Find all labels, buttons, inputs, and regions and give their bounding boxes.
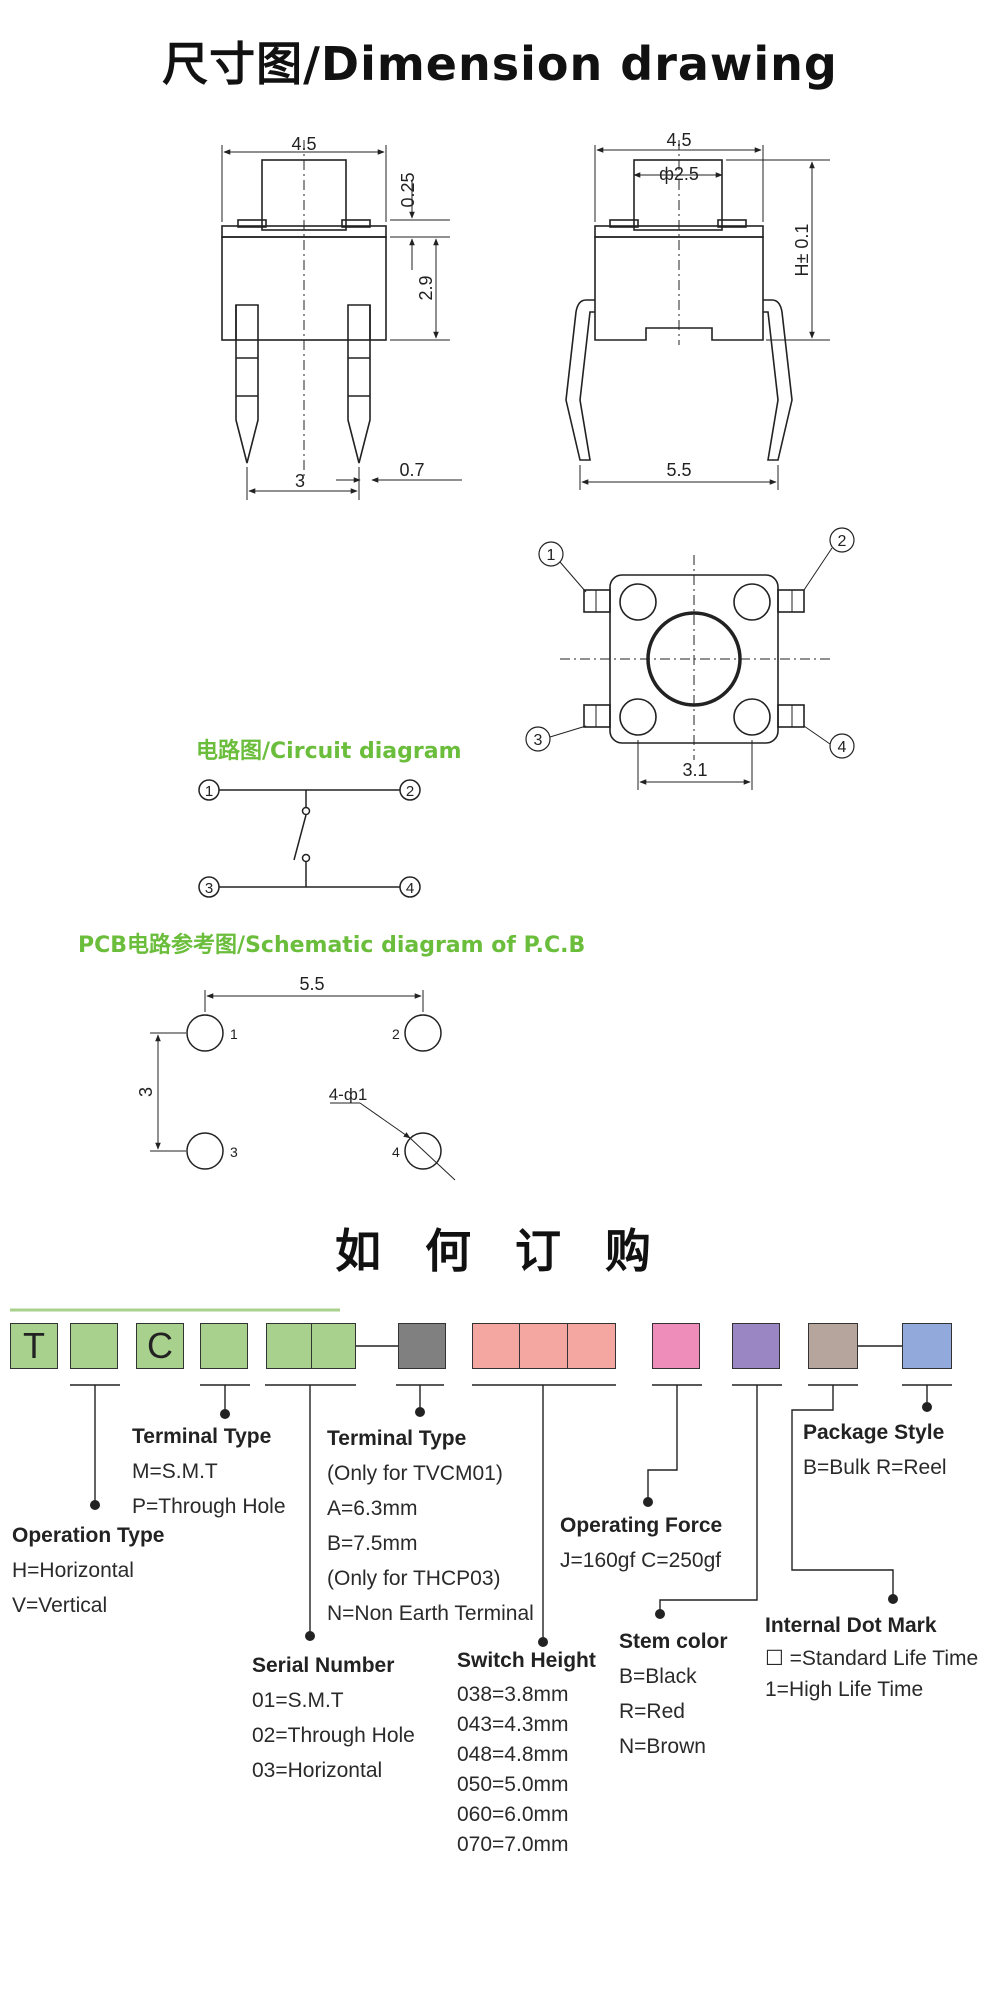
- circuit-pin-4: 4: [406, 880, 414, 897]
- legend-line: B=Black: [619, 1665, 697, 1688]
- top-view-drawing: [525, 527, 855, 790]
- side-stem-label: ф2.5: [659, 164, 699, 184]
- legend-title: Serial Number: [252, 1654, 395, 1677]
- code-box-serial-number: [266, 1323, 356, 1369]
- legend-line: 02=Through Hole: [252, 1724, 415, 1747]
- legend-line: N=Brown: [619, 1735, 706, 1758]
- legend-line: 03=Horizontal: [252, 1759, 383, 1782]
- legend-title: Stem color: [619, 1630, 728, 1653]
- side-span-label: 5.5: [666, 460, 691, 480]
- legend-title: Terminal Type: [132, 1425, 272, 1448]
- legend-line: 048=4.8mm: [457, 1743, 569, 1766]
- legend-line: 043=4.3mm: [457, 1713, 569, 1736]
- pcb-hole-4-label: 4: [392, 1144, 400, 1160]
- legend-line: N=Non Earth Terminal: [327, 1602, 534, 1625]
- legend-line: 038=3.8mm: [457, 1683, 569, 1706]
- pcb-diagram: [150, 990, 456, 1181]
- circuit-diagram: [198, 779, 421, 898]
- front-view-drawing: [221, 140, 462, 500]
- code-box-operating-force: [652, 1323, 700, 1369]
- legend-title: Package Style: [803, 1421, 945, 1444]
- front-height-label: 2.9: [416, 275, 436, 300]
- code-box-package-style: [902, 1323, 952, 1369]
- legend-title: Operation Type: [12, 1524, 165, 1547]
- legend-line: V=Vertical: [12, 1594, 108, 1617]
- code-box-stem-color: [732, 1323, 780, 1369]
- code-box-switch-height: [472, 1323, 616, 1369]
- legend-title: Terminal Type: [327, 1427, 467, 1450]
- circuit-pin-1: 1: [205, 783, 213, 800]
- side-height-label: H± 0.1: [792, 224, 812, 277]
- pcb-hole-1-label: 1: [230, 1026, 238, 1042]
- side-width-label: 4.5: [666, 130, 691, 150]
- legend-line: J=160gf C=250gf: [560, 1549, 722, 1572]
- legend-line: 01=S.M.T: [252, 1689, 344, 1712]
- legend-line: P=Through Hole: [132, 1495, 286, 1518]
- legend-line: H=Horizontal: [12, 1559, 134, 1582]
- technical-drawings: 4.5 0.25 2.9 3 0.7 4.5 ф2.5 H± 0.1 5.5: [136, 130, 855, 1181]
- legend-line: B=7.5mm: [327, 1532, 418, 1555]
- circuit-diagram-title: 电路图/Circuit diagram: [196, 739, 462, 764]
- front-pin-label: 0.7: [399, 460, 424, 480]
- code-box-t: T: [10, 1323, 58, 1369]
- pcb-hole-size-label: 4-ф1: [329, 1085, 368, 1104]
- top-pin-1-label: 1: [547, 547, 556, 564]
- pcb-width-label: 5.5: [299, 974, 324, 994]
- code-box-terminal-type-2: [398, 1323, 446, 1369]
- top-pitch-label: 3.1: [682, 760, 707, 780]
- legend-title: Internal Dot Mark: [765, 1614, 937, 1637]
- top-pin-2-label: 2: [838, 533, 847, 550]
- legend-title: Operating Force: [560, 1514, 723, 1537]
- legend-line: (Only for TVCM01): [327, 1462, 503, 1485]
- how-to-order-title: 如 何 订 购: [334, 1224, 666, 1278]
- front-top-label: 0.25: [398, 172, 418, 207]
- legend-line: ☐ =Standard Life Time: [765, 1647, 979, 1670]
- top-pin-3-label: 3: [534, 732, 543, 749]
- pcb-height-label: 3: [136, 1087, 156, 1097]
- legend-title: Switch Height: [457, 1649, 596, 1672]
- front-pitch-label: 3: [295, 471, 305, 491]
- code-box-terminal-type: [70, 1323, 118, 1369]
- code-box-internal-dot: [808, 1323, 858, 1369]
- circuit-pin-2: 2: [406, 783, 414, 800]
- dimension-drawing-title: 尺寸图/Dimension drawing: [162, 37, 838, 91]
- top-pin-4-label: 4: [838, 739, 847, 756]
- legend-line: 060=6.0mm: [457, 1803, 569, 1826]
- code-box-c: C: [136, 1323, 184, 1369]
- pcb-hole-2-label: 2: [392, 1026, 400, 1042]
- legend-line: 050=5.0mm: [457, 1773, 569, 1796]
- legend-line: (Only for THCP03): [327, 1567, 501, 1590]
- legend-line: A=6.3mm: [327, 1497, 418, 1520]
- pcb-hole-3-label: 3: [230, 1144, 238, 1160]
- front-width-label: 4.5: [291, 134, 316, 154]
- legend-line: R=Red: [619, 1700, 685, 1723]
- legend-line: B=Bulk R=Reel: [803, 1456, 947, 1479]
- legend-line: 1=High Life Time: [765, 1678, 924, 1701]
- legend-line: 070=7.0mm: [457, 1833, 569, 1856]
- legend-line: M=S.M.T: [132, 1460, 218, 1483]
- pcb-diagram-title: PCB电路参考图/Schematic diagram of P.C.B: [78, 933, 586, 958]
- side-view-drawing: [565, 140, 830, 490]
- circuit-pin-3: 3: [205, 880, 213, 897]
- code-box-operation-type: [200, 1323, 248, 1369]
